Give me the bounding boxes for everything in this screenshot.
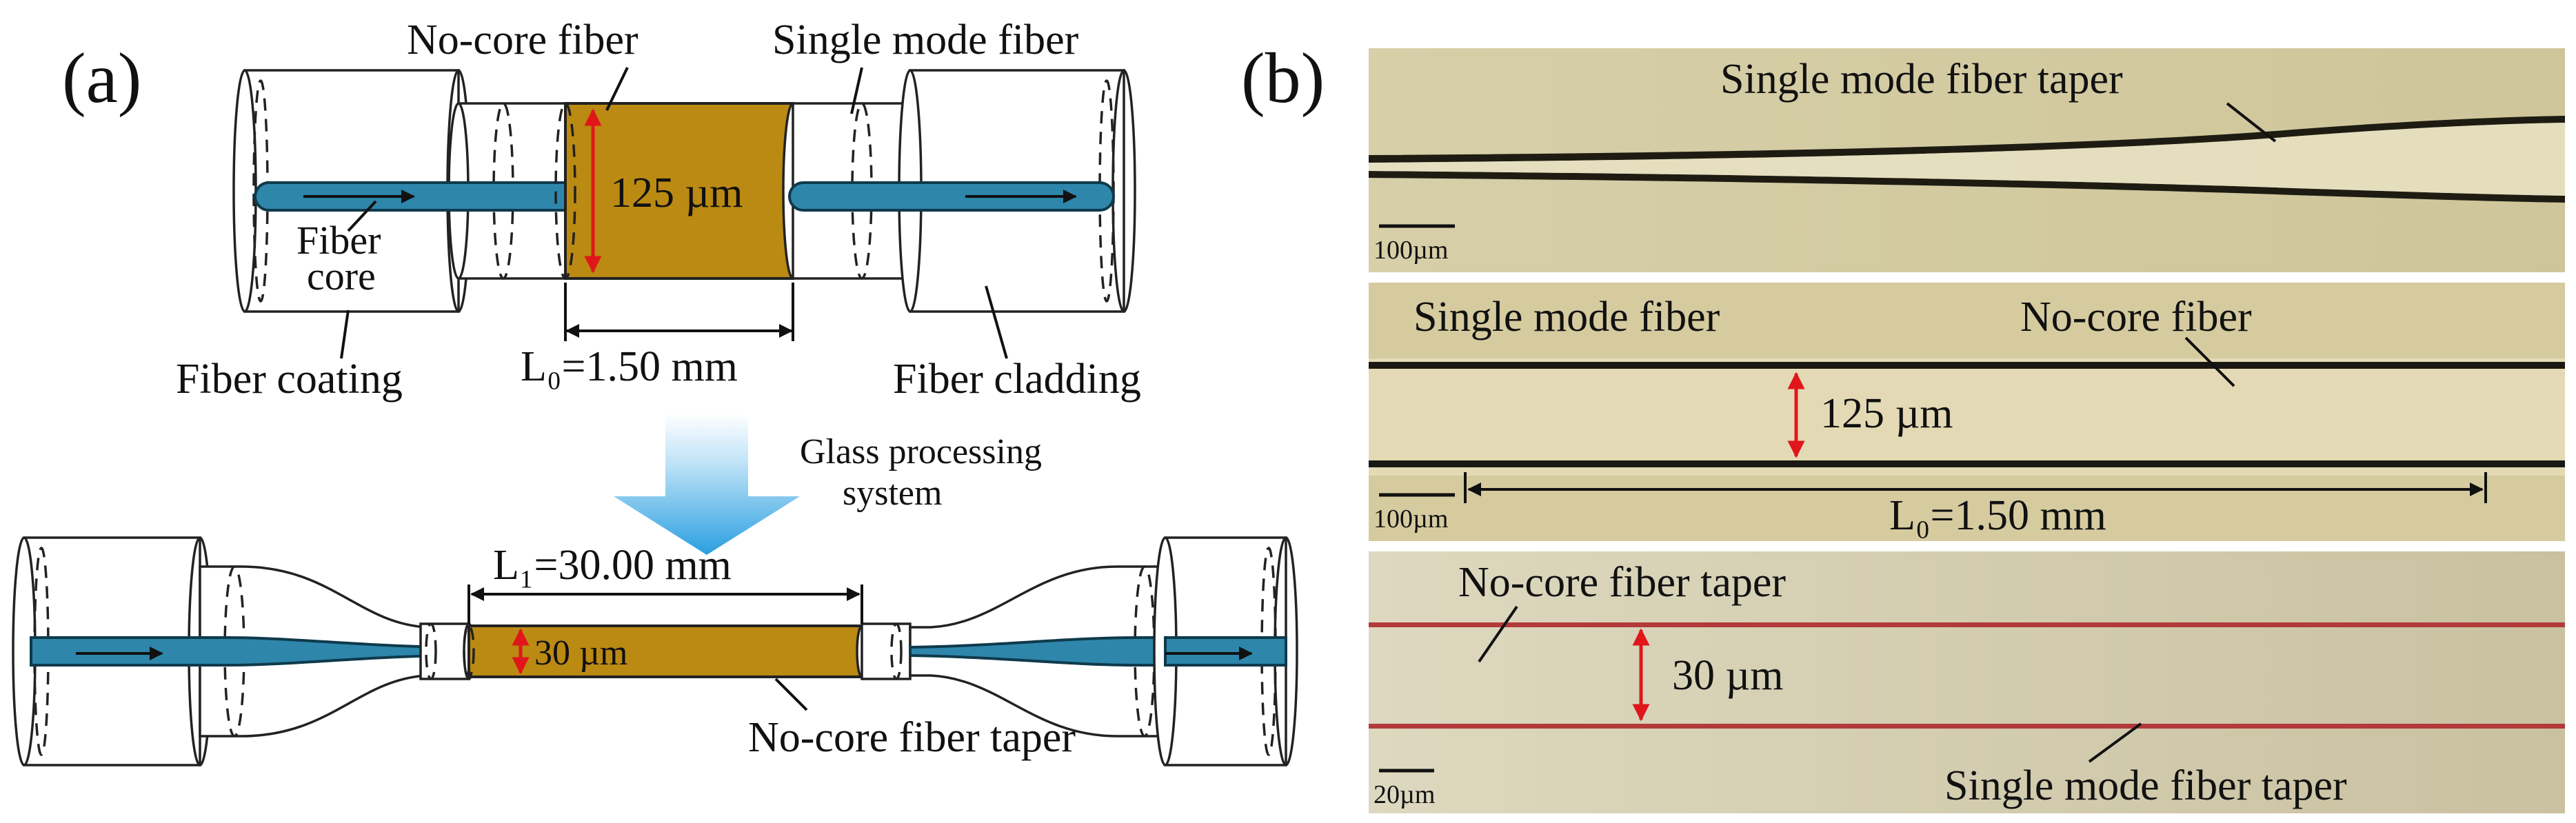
no-core-fiber-segment — [564, 102, 794, 280]
micrograph-1-fiber-edge-bottom — [1369, 171, 2565, 203]
leader-line — [2184, 336, 2235, 387]
fiber-coating-label: Fiber coating — [176, 356, 403, 403]
tapered-fiber-schematic — [12, 536, 1298, 766]
leader-line — [2088, 722, 2142, 763]
no-core-taper-label: No-core fiber taper — [748, 714, 1076, 761]
leader-line — [347, 200, 377, 232]
micrograph-3-single-mode-taper-label: Single mode fiber taper — [1944, 762, 2347, 809]
micrograph-3-fiber-edge-top — [1369, 622, 2565, 627]
single-mode-fiber-label: Single mode fiber — [772, 17, 1079, 63]
no-core-taper-segment — [467, 624, 863, 678]
micrograph-2-length-label: L₀=1.50 mm — [1889, 492, 2106, 539]
leader-line — [2226, 102, 2277, 143]
micrograph-2 — [1369, 283, 2565, 541]
micrograph-3-diameter-label: 30 µm — [1672, 652, 1783, 699]
leader-line — [1478, 605, 1518, 663]
diameter-125-label: 125 µm — [610, 170, 743, 216]
fiber-core-label: Fiber — [296, 218, 381, 263]
right-fiber-core — [788, 181, 1115, 212]
fiber-core-label-line2: core — [307, 254, 376, 298]
leader-line — [605, 67, 629, 111]
micrograph-2-fiber-edge-top — [1369, 362, 2565, 369]
micrograph-3-fiber-edge-bottom — [1369, 724, 2565, 729]
length-l0-label: L₀=1.50 mm — [521, 343, 738, 390]
taper-diameter-label: 30 µm — [534, 633, 627, 673]
micrograph-1-fiber-edge-top — [1369, 116, 2565, 163]
micrograph-3 — [1369, 551, 2565, 813]
micrograph-3-no-core-taper-label: No-core fiber taper — [1458, 559, 1786, 606]
fiber-core-label: core — [307, 254, 376, 298]
leader-line — [340, 309, 350, 359]
micrograph-1 — [1369, 48, 2565, 272]
micrograph-2-diameter-label: 125 µm — [1820, 390, 1953, 437]
panel-b-label: (b) — [1241, 39, 1325, 118]
panel-a-label: (a) — [62, 39, 141, 118]
micrograph-3-scale-label: 20µm — [1373, 780, 1435, 809]
micrograph-2-single-mode-label: Single mode fiber — [1413, 294, 1720, 341]
leader-line — [985, 285, 1008, 359]
micrograph-2-fiber-edge-bottom — [1369, 460, 2565, 467]
micrograph-2-scale-label: 100µm — [1373, 505, 1448, 534]
no-core-fiber-label: No-core fiber — [407, 17, 638, 63]
process-label-line2: system — [843, 474, 942, 513]
process-arrow — [614, 414, 800, 555]
micrograph-3-background — [1369, 551, 2565, 813]
untapered-fiber-schematic — [232, 67, 1136, 359]
length-l1-label: L₁=30.00 mm — [493, 542, 732, 589]
fiber-cladding-label: Fiber cladding — [893, 356, 1141, 403]
leader-line — [850, 67, 863, 114]
leader-line — [774, 678, 808, 711]
fiber-core-label-line1: Fiber — [296, 218, 381, 263]
micrograph-2-no-core-label: No-core fiber — [2020, 294, 2252, 341]
micrograph-1-scale-label: 100µm — [1373, 236, 1448, 265]
process-label-line1: Glass processing — [800, 432, 1042, 471]
micrograph-1-caption: Single mode fiber taper — [1720, 56, 2123, 103]
